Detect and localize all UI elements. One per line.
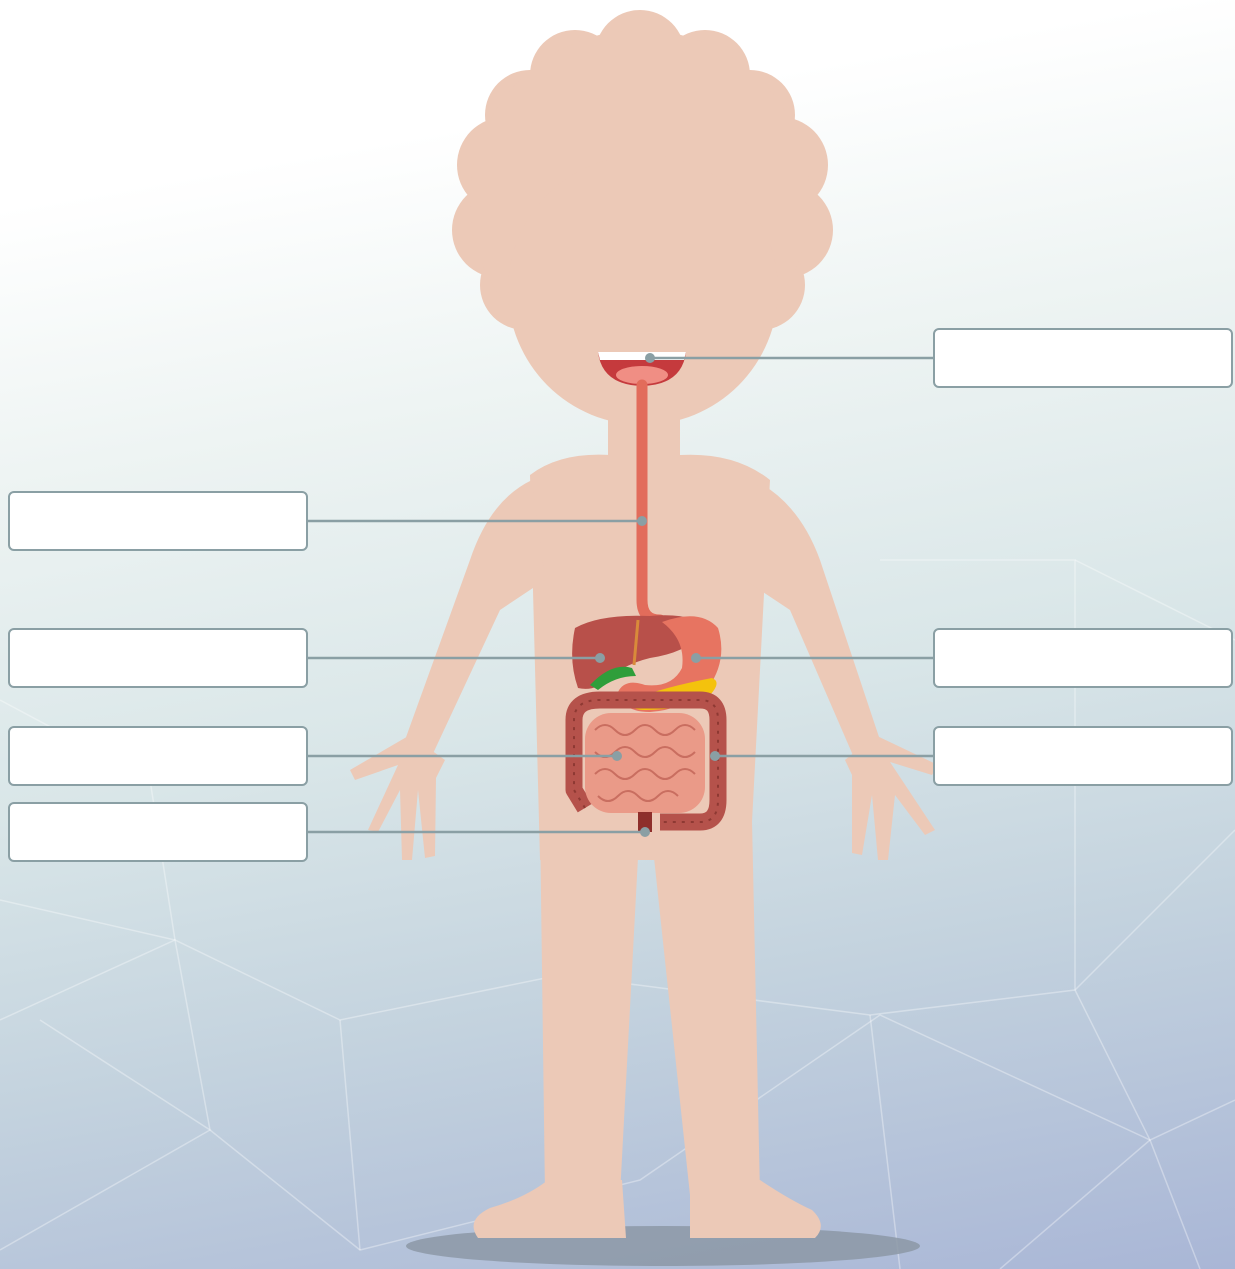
label-box-stomach[interactable] xyxy=(933,628,1233,688)
label-box-mouth[interactable] xyxy=(933,328,1233,388)
label-box-small-intestine[interactable] xyxy=(8,726,308,786)
small-intestine-illustration xyxy=(585,713,705,813)
label-box-liver[interactable] xyxy=(8,628,308,688)
label-box-rectum[interactable] xyxy=(8,802,308,862)
label-box-esophagus[interactable] xyxy=(8,491,308,551)
label-box-large-intestine[interactable] xyxy=(933,726,1233,786)
